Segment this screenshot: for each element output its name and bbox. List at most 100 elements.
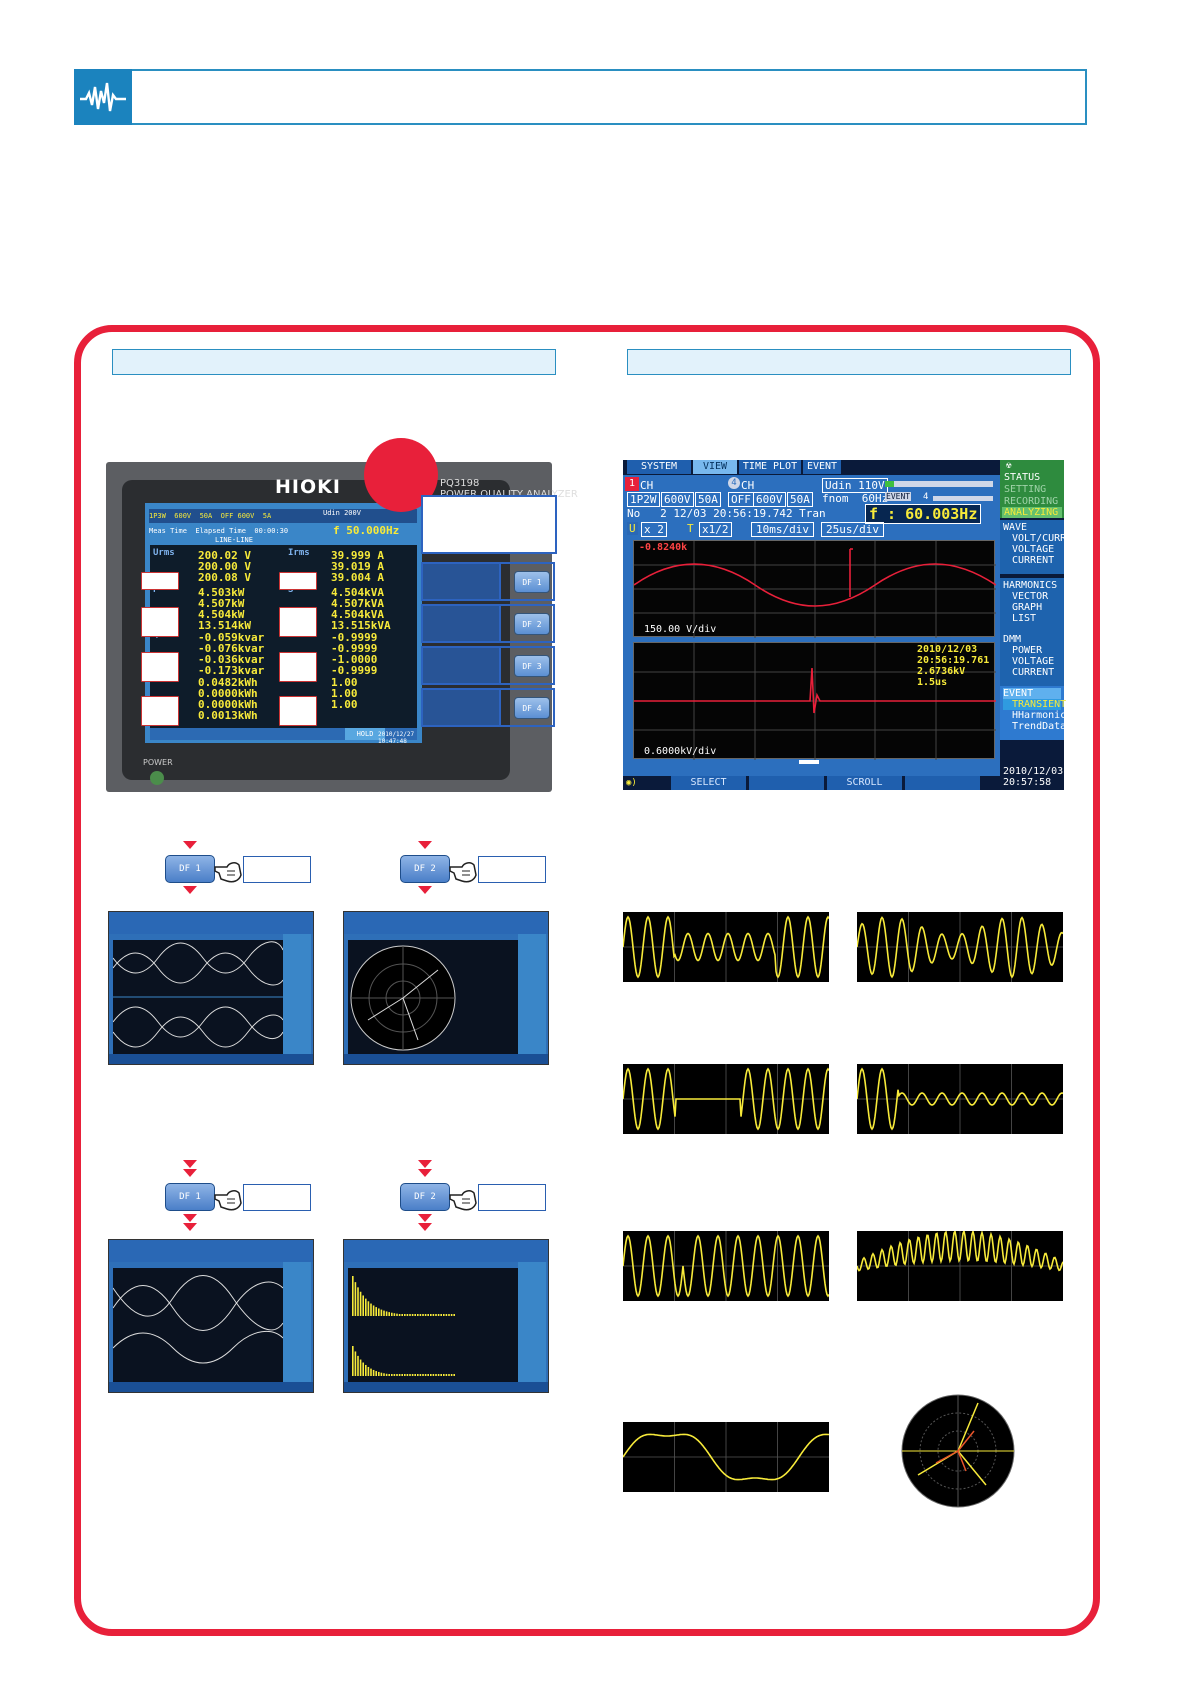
df1-button[interactable]: DF 1: [165, 1183, 215, 1211]
side-menu-item[interactable]: POWER: [1012, 645, 1043, 656]
meter-value: 1.00: [331, 687, 358, 700]
side-menu-item[interactable]: HHarmonic: [1012, 710, 1067, 721]
lower-info: 2010/12/03 20:56:19.761 2.6736kV 1.5us: [917, 644, 990, 688]
function-key-4[interactable]: [905, 776, 980, 790]
side-menu-item[interactable]: VOLT/CURR: [1012, 533, 1067, 544]
lcd-function-bar: HOLD: [150, 728, 417, 740]
meter-value: 0.0000kWh: [198, 698, 258, 711]
scale-u-value[interactable]: x 2: [641, 522, 667, 537]
vector-diagram: [900, 1393, 1016, 1509]
scale-t-value[interactable]: x1/2: [699, 522, 732, 537]
meter-value: 39.999 A: [331, 549, 384, 562]
screen-thumbnail: [343, 911, 549, 1065]
side-menu-title[interactable]: WAVE: [1003, 522, 1028, 533]
hold-button[interactable]: HOLD: [345, 728, 385, 740]
select-button[interactable]: SELECT: [671, 776, 746, 790]
device-df1-key[interactable]: DF 1: [514, 571, 550, 593]
upper-value: -0.8240k: [639, 542, 688, 553]
meter-value: 0.0482kWh: [198, 676, 258, 689]
upper-scale: 150.00 V/div: [644, 624, 717, 635]
down-arrow-icon: [418, 886, 432, 894]
label-box: [141, 696, 179, 726]
side-menu-title[interactable]: HARMONICS: [1003, 580, 1058, 591]
waveform-sample: [856, 912, 1064, 982]
screen-thumbnail: [108, 911, 314, 1065]
tab-view[interactable]: VIEW: [693, 460, 737, 474]
meter-value: -0.9999: [331, 631, 378, 644]
device-df3-key[interactable]: DF 3: [514, 655, 550, 677]
df2-button[interactable]: DF 2: [400, 1183, 450, 1211]
function-key-2[interactable]: [749, 776, 824, 790]
callout-df3: [499, 646, 555, 685]
side-menu-item[interactable]: GRAPH: [1012, 602, 1043, 613]
side-menu-item[interactable]: TRANSIENT: [1003, 699, 1066, 710]
status-item[interactable]: SETTING: [1004, 484, 1047, 495]
side-menu-title[interactable]: EVENT: [1003, 688, 1061, 699]
hazard-icon: ☢: [1006, 461, 1012, 471]
sound-icon: ◉): [626, 778, 637, 788]
side-menu-item[interactable]: VECTOR: [1012, 591, 1049, 602]
meter-value: 13.515kVA: [331, 619, 391, 632]
meter-value: -0.076kvar: [198, 642, 265, 655]
lcd-udin: Udin 200V: [323, 509, 361, 517]
screen-thumbnail: [343, 1239, 549, 1393]
down-arrow-icon: [418, 1223, 432, 1231]
side-menu-item[interactable]: LIST: [1012, 613, 1037, 624]
meter-value: -0.9999: [331, 664, 378, 677]
callout-event-menu: [421, 688, 501, 727]
event-record: No 2 12/03 20:56:19.742 Tran: [627, 507, 826, 520]
waveform-sample: [622, 1231, 830, 1301]
ch4-wiring: OFF: [728, 492, 754, 507]
meter-value: -0.036kvar: [198, 653, 265, 666]
tab-time-plot[interactable]: TIME PLOT: [739, 460, 801, 474]
device-df4-key[interactable]: DF 4: [514, 697, 550, 719]
fnom-setting: fnom 60Hz: [822, 492, 889, 505]
device-df2-key[interactable]: DF 2: [514, 613, 550, 635]
lcd-header: 1P3W 600V 50A OFF 600V 5A: [149, 509, 417, 523]
scroll-button[interactable]: SCROLL: [827, 776, 902, 790]
meter-value: 4.507kVA: [331, 597, 384, 610]
ch1-wiring: 1P2W: [627, 492, 660, 507]
time-div-lower[interactable]: 25us/div: [821, 522, 884, 537]
label-box: [243, 856, 311, 883]
df2-button[interactable]: DF 2: [400, 855, 450, 883]
scroll-indicator[interactable]: [799, 760, 819, 764]
df1-button[interactable]: DF 1: [165, 855, 215, 883]
meter-value: -1.0000: [331, 653, 378, 666]
tab-event[interactable]: EVENT: [803, 460, 841, 474]
down-arrow-icon: [418, 841, 432, 849]
meter-value: 39.004 A: [331, 571, 384, 584]
side-menu-item[interactable]: TrendData: [1012, 721, 1067, 732]
ch4-badge: 4: [728, 477, 740, 489]
callout-df4: [499, 688, 555, 727]
brand-logo: HIOKI: [275, 476, 341, 498]
section-header-bar: [74, 69, 1087, 125]
pointing-hand-icon: [213, 1181, 243, 1213]
status-panel: ☢ STATUS SETTING RECORDING ANALYZING: [1000, 460, 1064, 518]
waveform-sample: [856, 1064, 1064, 1134]
model-name: PQ3198 POWER QUALITY ANALYZER: [440, 478, 578, 500]
feature-frame: [74, 325, 1100, 1636]
time-div-upper[interactable]: 10ms/div: [751, 522, 814, 537]
tab-system[interactable]: SYSTEM: [627, 460, 691, 474]
side-menu-title[interactable]: DMM: [1003, 634, 1022, 645]
meter-value: 13.514kW: [198, 619, 251, 632]
side-menu-item[interactable]: VOLTAGE: [1012, 656, 1055, 667]
event-count: 4: [923, 492, 929, 502]
meter-value: 4.504kVA: [331, 608, 384, 621]
side-menu-item[interactable]: CURRENT: [1012, 667, 1055, 678]
status-item-active[interactable]: ANALYZING: [1002, 507, 1062, 518]
meter-value: 200.00 V: [198, 560, 251, 573]
side-menu-item[interactable]: VOLTAGE: [1012, 544, 1055, 555]
pointing-hand-icon: [448, 1181, 478, 1213]
status-item[interactable]: STATUS: [1004, 472, 1041, 483]
meter-value: 1.00: [331, 676, 358, 689]
side-menu-item[interactable]: CURRENT: [1012, 555, 1055, 566]
callout-wave-menu: [421, 562, 501, 601]
lcd-date: 2010/12/27 10:47:48: [378, 731, 415, 745]
status-item[interactable]: RECORDING: [1004, 496, 1059, 507]
waveform-sample: [622, 1064, 830, 1134]
power-button[interactable]: [150, 771, 164, 785]
waveform-sample: [622, 1422, 829, 1492]
meter-value: -0.173kvar: [198, 664, 265, 677]
